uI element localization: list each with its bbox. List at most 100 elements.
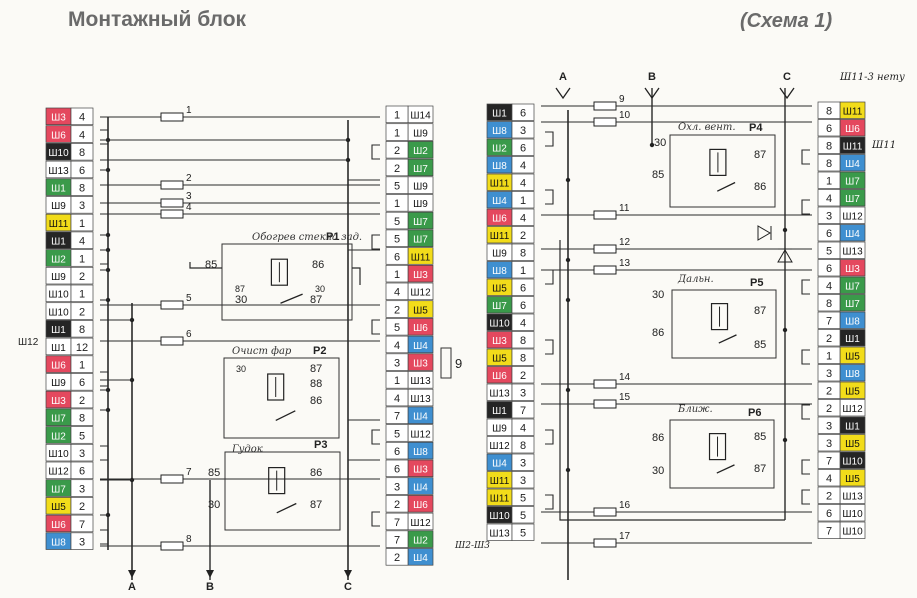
right-block-pin-cell — [817, 206, 841, 224]
wire — [371, 511, 380, 527]
left-block-pin-number: 8 — [79, 183, 85, 195]
right-left-block-pin-number: 3 — [520, 388, 526, 400]
mid-block-connector-label: Ш2 — [413, 146, 428, 157]
mid-block-connector-label: Ш14 — [410, 111, 431, 122]
right-block-connector-label: Ш10 — [842, 457, 863, 468]
fuse-number: 11 — [619, 203, 630, 214]
right-left-block-pin-cell — [511, 121, 535, 139]
right-left-block-connector-label: Ш11 — [490, 231, 510, 242]
left-block-pin-cell — [70, 497, 94, 515]
right-block-pin-number: 1 — [826, 176, 832, 188]
left-block-pin-number: 5 — [79, 430, 85, 442]
fuse — [593, 399, 617, 409]
right-block-connector-label: Ш10 — [842, 509, 863, 520]
right-block-connector-label: Ш5 — [845, 387, 860, 398]
right-block-connector-label: Ш1 — [845, 422, 860, 433]
right-left-block-connector-label: Ш8 — [492, 161, 507, 172]
left-block-pin-cell — [70, 143, 94, 161]
bus-label: A — [128, 581, 136, 593]
right-left-block-pin-number: 4 — [520, 178, 526, 190]
relay-name: P3 — [314, 439, 327, 451]
left-block-connector-label: Ш1 — [51, 237, 66, 248]
junction-dot — [565, 257, 571, 263]
right-block-pin-cell — [817, 101, 841, 119]
left-block-pin-number: 8 — [79, 324, 85, 336]
relay-pin: 87 — [754, 149, 766, 161]
mid-block-pin-cell — [385, 388, 409, 407]
relay-note: Дальн. — [677, 274, 714, 285]
right-left-block-pin-number: 3 — [520, 125, 526, 137]
left-block-pin-number: 6 — [79, 165, 85, 177]
mid-block-connector-label: Ш9 — [413, 128, 428, 139]
left-block-pin-cell — [70, 266, 94, 285]
fuse-number: 13 — [619, 258, 631, 269]
right-left-block-pin-number: 1 — [520, 265, 526, 277]
right-block-connector-label: Ш8 — [845, 369, 860, 380]
left-block-pin-number: 12 — [76, 342, 88, 354]
right-left-block-connector-label: Ш9 — [492, 424, 507, 435]
wire — [801, 349, 810, 365]
relay-pin: 85 — [754, 431, 766, 443]
right-left-block-connector-label: Ш2 — [492, 144, 507, 155]
left-block-pin-number: 4 — [79, 236, 85, 248]
right-block-pin-number: 8 — [826, 106, 832, 118]
fuse-number: 2 — [186, 173, 192, 184]
left-block-connector-label: Ш9 — [51, 272, 66, 283]
mid-block-pin-cell — [385, 282, 409, 301]
left-block-pin-number: 1 — [79, 360, 85, 372]
left-block-connector-label: Ш2 — [51, 431, 66, 442]
right-left-block-pin-number: 8 — [520, 335, 526, 347]
mid-block-pin-cell — [385, 406, 409, 424]
bus-arrow — [128, 570, 136, 578]
right-block-pin-number: 8 — [826, 141, 832, 153]
right-left-block-connector-label: Ш4 — [492, 459, 507, 470]
mid-block-pin-cell — [385, 141, 409, 159]
annotation: Ш11 — [871, 140, 896, 151]
fuse-number: 17 — [619, 531, 631, 542]
fuse-number: 16 — [619, 500, 631, 511]
right-block-pin-cell — [817, 154, 841, 172]
right-block-connector-label: Ш7 — [845, 282, 860, 293]
mid-block-connector-label: Ш4 — [413, 553, 428, 564]
right-left-block-pin-number: 6 — [520, 108, 526, 120]
wire — [545, 429, 554, 445]
fuse-number: 3 — [186, 191, 192, 202]
right-left-block-pin-cell — [511, 226, 535, 244]
mid-block-pin-cell — [385, 194, 409, 212]
right-left-block-pin-number: 5 — [520, 493, 526, 505]
left-block-connector-label: Ш7 — [51, 484, 66, 495]
mid-block-pin-cell — [385, 548, 409, 566]
relay-pin: 86 — [652, 432, 664, 444]
mid-block-pin-number: 6 — [394, 251, 400, 263]
bus-label: C — [783, 71, 791, 83]
left-block-pin-number: 3 — [79, 200, 85, 212]
wire — [371, 319, 380, 335]
wire — [801, 149, 810, 165]
relay-box — [669, 419, 775, 489]
right-left-block-connector-label: Ш8 — [492, 266, 507, 277]
mid-block-pin-number: 1 — [394, 110, 400, 122]
left-block-connector-label: Ш13 — [48, 166, 69, 177]
relay-box — [669, 134, 776, 208]
right-left-block-connector-label: Ш10 — [489, 319, 510, 330]
right-left-block-connector-label: Ш13 — [489, 389, 510, 400]
relay-pin: 87 — [310, 294, 322, 306]
left-block-label: Ш12 — [18, 337, 39, 348]
relay-box — [671, 289, 777, 359]
right-block-pin-cell — [817, 486, 841, 504]
mid-block-connector-label: Ш6 — [413, 323, 428, 334]
left-block-pin-cell — [70, 373, 94, 391]
relay-box — [224, 451, 341, 531]
mid-block-connector-label: Ш7 — [413, 217, 428, 228]
right-left-block-pin-number: 6 — [520, 143, 526, 155]
relay-box — [223, 357, 340, 439]
left-block-connector-label: Ш6 — [51, 520, 66, 531]
right-left-block-connector-label: Ш8 — [492, 126, 507, 137]
diode — [777, 249, 793, 263]
right-block-pin-number: 7 — [826, 526, 832, 538]
right-block-connector-label: Ш3 — [845, 264, 860, 275]
right-block-connector-label: Ш7 — [845, 299, 860, 310]
right-block-pin-cell — [817, 136, 841, 154]
right-left-block-connector-label: Ш12 — [489, 441, 510, 452]
